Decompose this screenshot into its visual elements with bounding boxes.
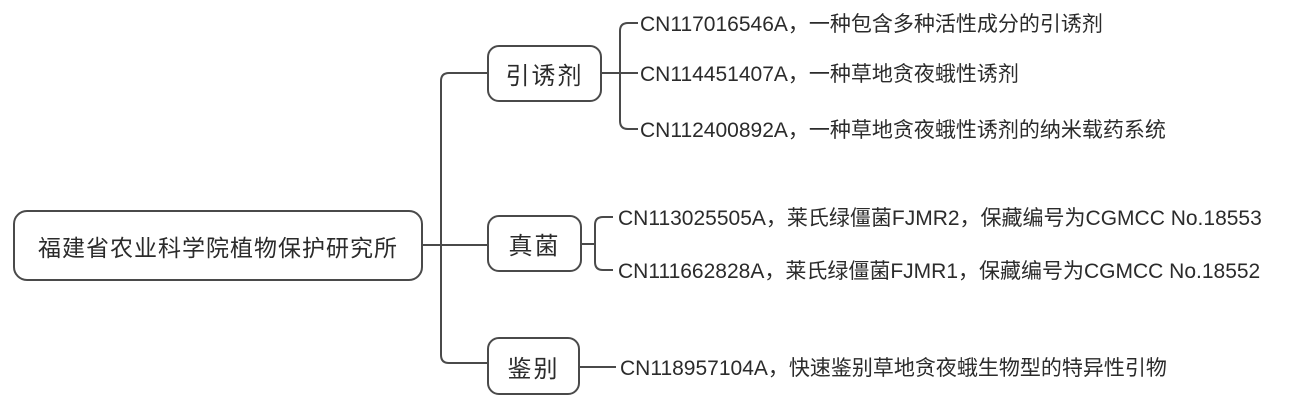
- patent-leaf: CN111662828A，莱氏绿僵菌FJMR1，保藏编号为CGMCC No.18…: [618, 260, 1261, 283]
- patent-leaf: CN112400892A，一种草地贪夜蛾性诱剂的纳米载药系统: [640, 119, 1166, 142]
- branch-node-attractant: 引诱剂: [487, 45, 602, 102]
- branch-node-attractant-label: 引诱剂: [505, 63, 584, 90]
- root-node: 福建省农业科学院植物保护研究所: [13, 210, 423, 281]
- patent-leaf: CN114451407A，一种草地贪夜蛾性诱剂: [640, 63, 1019, 86]
- root-node-label: 福建省农业科学院植物保护研究所: [38, 234, 398, 261]
- branch-node-identification-label: 鉴别: [507, 355, 560, 383]
- branch-node-fungus-label: 真菌: [508, 233, 561, 260]
- branch-node-identification: 鉴别: [487, 337, 580, 395]
- patent-leaf: CN113025505A，莱氏绿僵菌FJMR2，保藏编号为CGMCC No.18…: [618, 207, 1262, 230]
- fungus-bracket: [594, 216, 613, 271]
- patent-leaf: CN117016546A，一种包含多种活性成分的引诱剂: [640, 13, 1103, 36]
- patent-leaf: CN118957104A，快速鉴别草地贪夜蛾生物型的特异性引物: [620, 357, 1167, 380]
- attractant-bracket: [619, 22, 638, 130]
- branch-node-fungus: 真菌: [487, 215, 582, 272]
- trunk-to-attractant-connector: [440, 72, 487, 245]
- trunk-to-identification-connector: [440, 245, 487, 364]
